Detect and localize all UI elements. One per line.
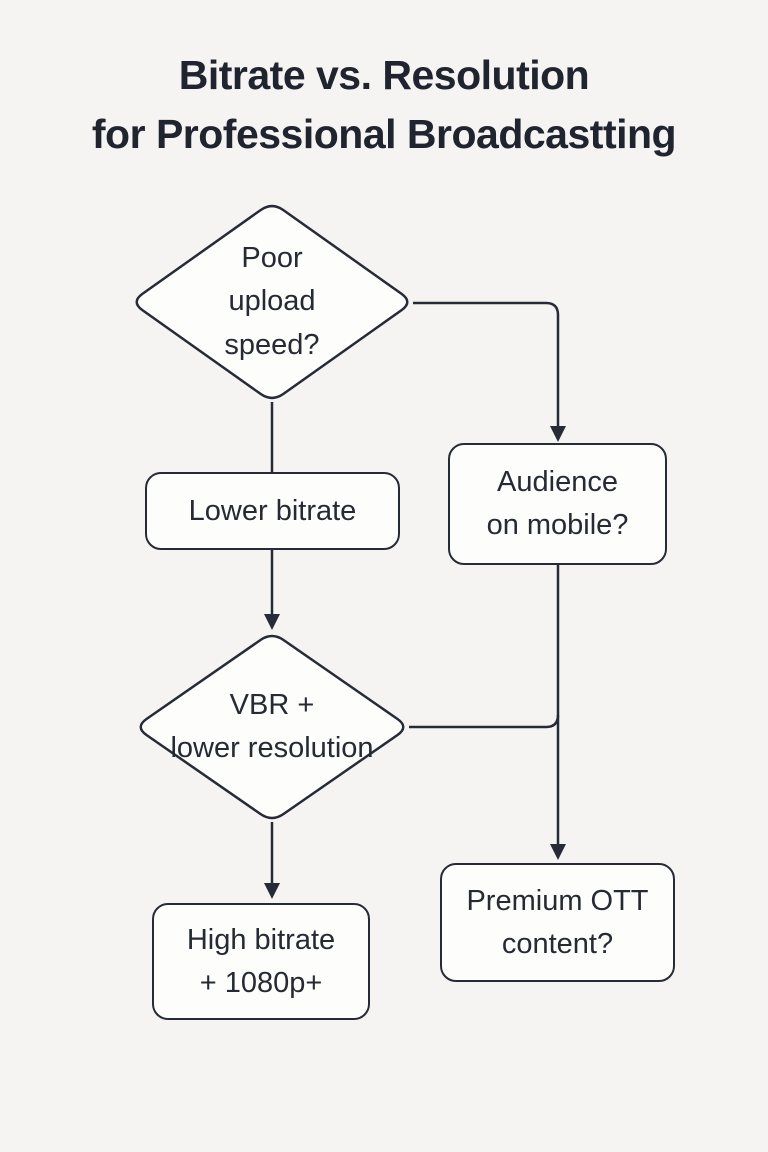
page-title-line-1: Bitrate vs. Resolution [178, 52, 590, 98]
page-title-line-2: for Professional Broadcastting [91, 111, 677, 157]
arrowhead-lower-to-vbr [264, 614, 280, 630]
decision-vbr-shape [139, 634, 405, 820]
decision-poor-upload-shape [135, 204, 409, 400]
page-title: Bitrate vs. Resolution for Professional … [0, 46, 768, 164]
arrowhead-vbr-to-high [264, 883, 280, 899]
node-premium-ott: Premium OTT content? [440, 863, 675, 982]
node-high-bitrate: High bitrate + 1080p+ [152, 903, 370, 1020]
arrowhead-poor-to-audience [550, 426, 566, 442]
edge-poor-to-audience [413, 301, 560, 428]
node-audience-mobile: Audience on mobile? [448, 443, 667, 565]
node-lower-bitrate: Lower bitrate [145, 472, 400, 550]
arrowhead-audience-to-premium [550, 844, 566, 860]
edge-vbr-to-premium [409, 714, 560, 729]
